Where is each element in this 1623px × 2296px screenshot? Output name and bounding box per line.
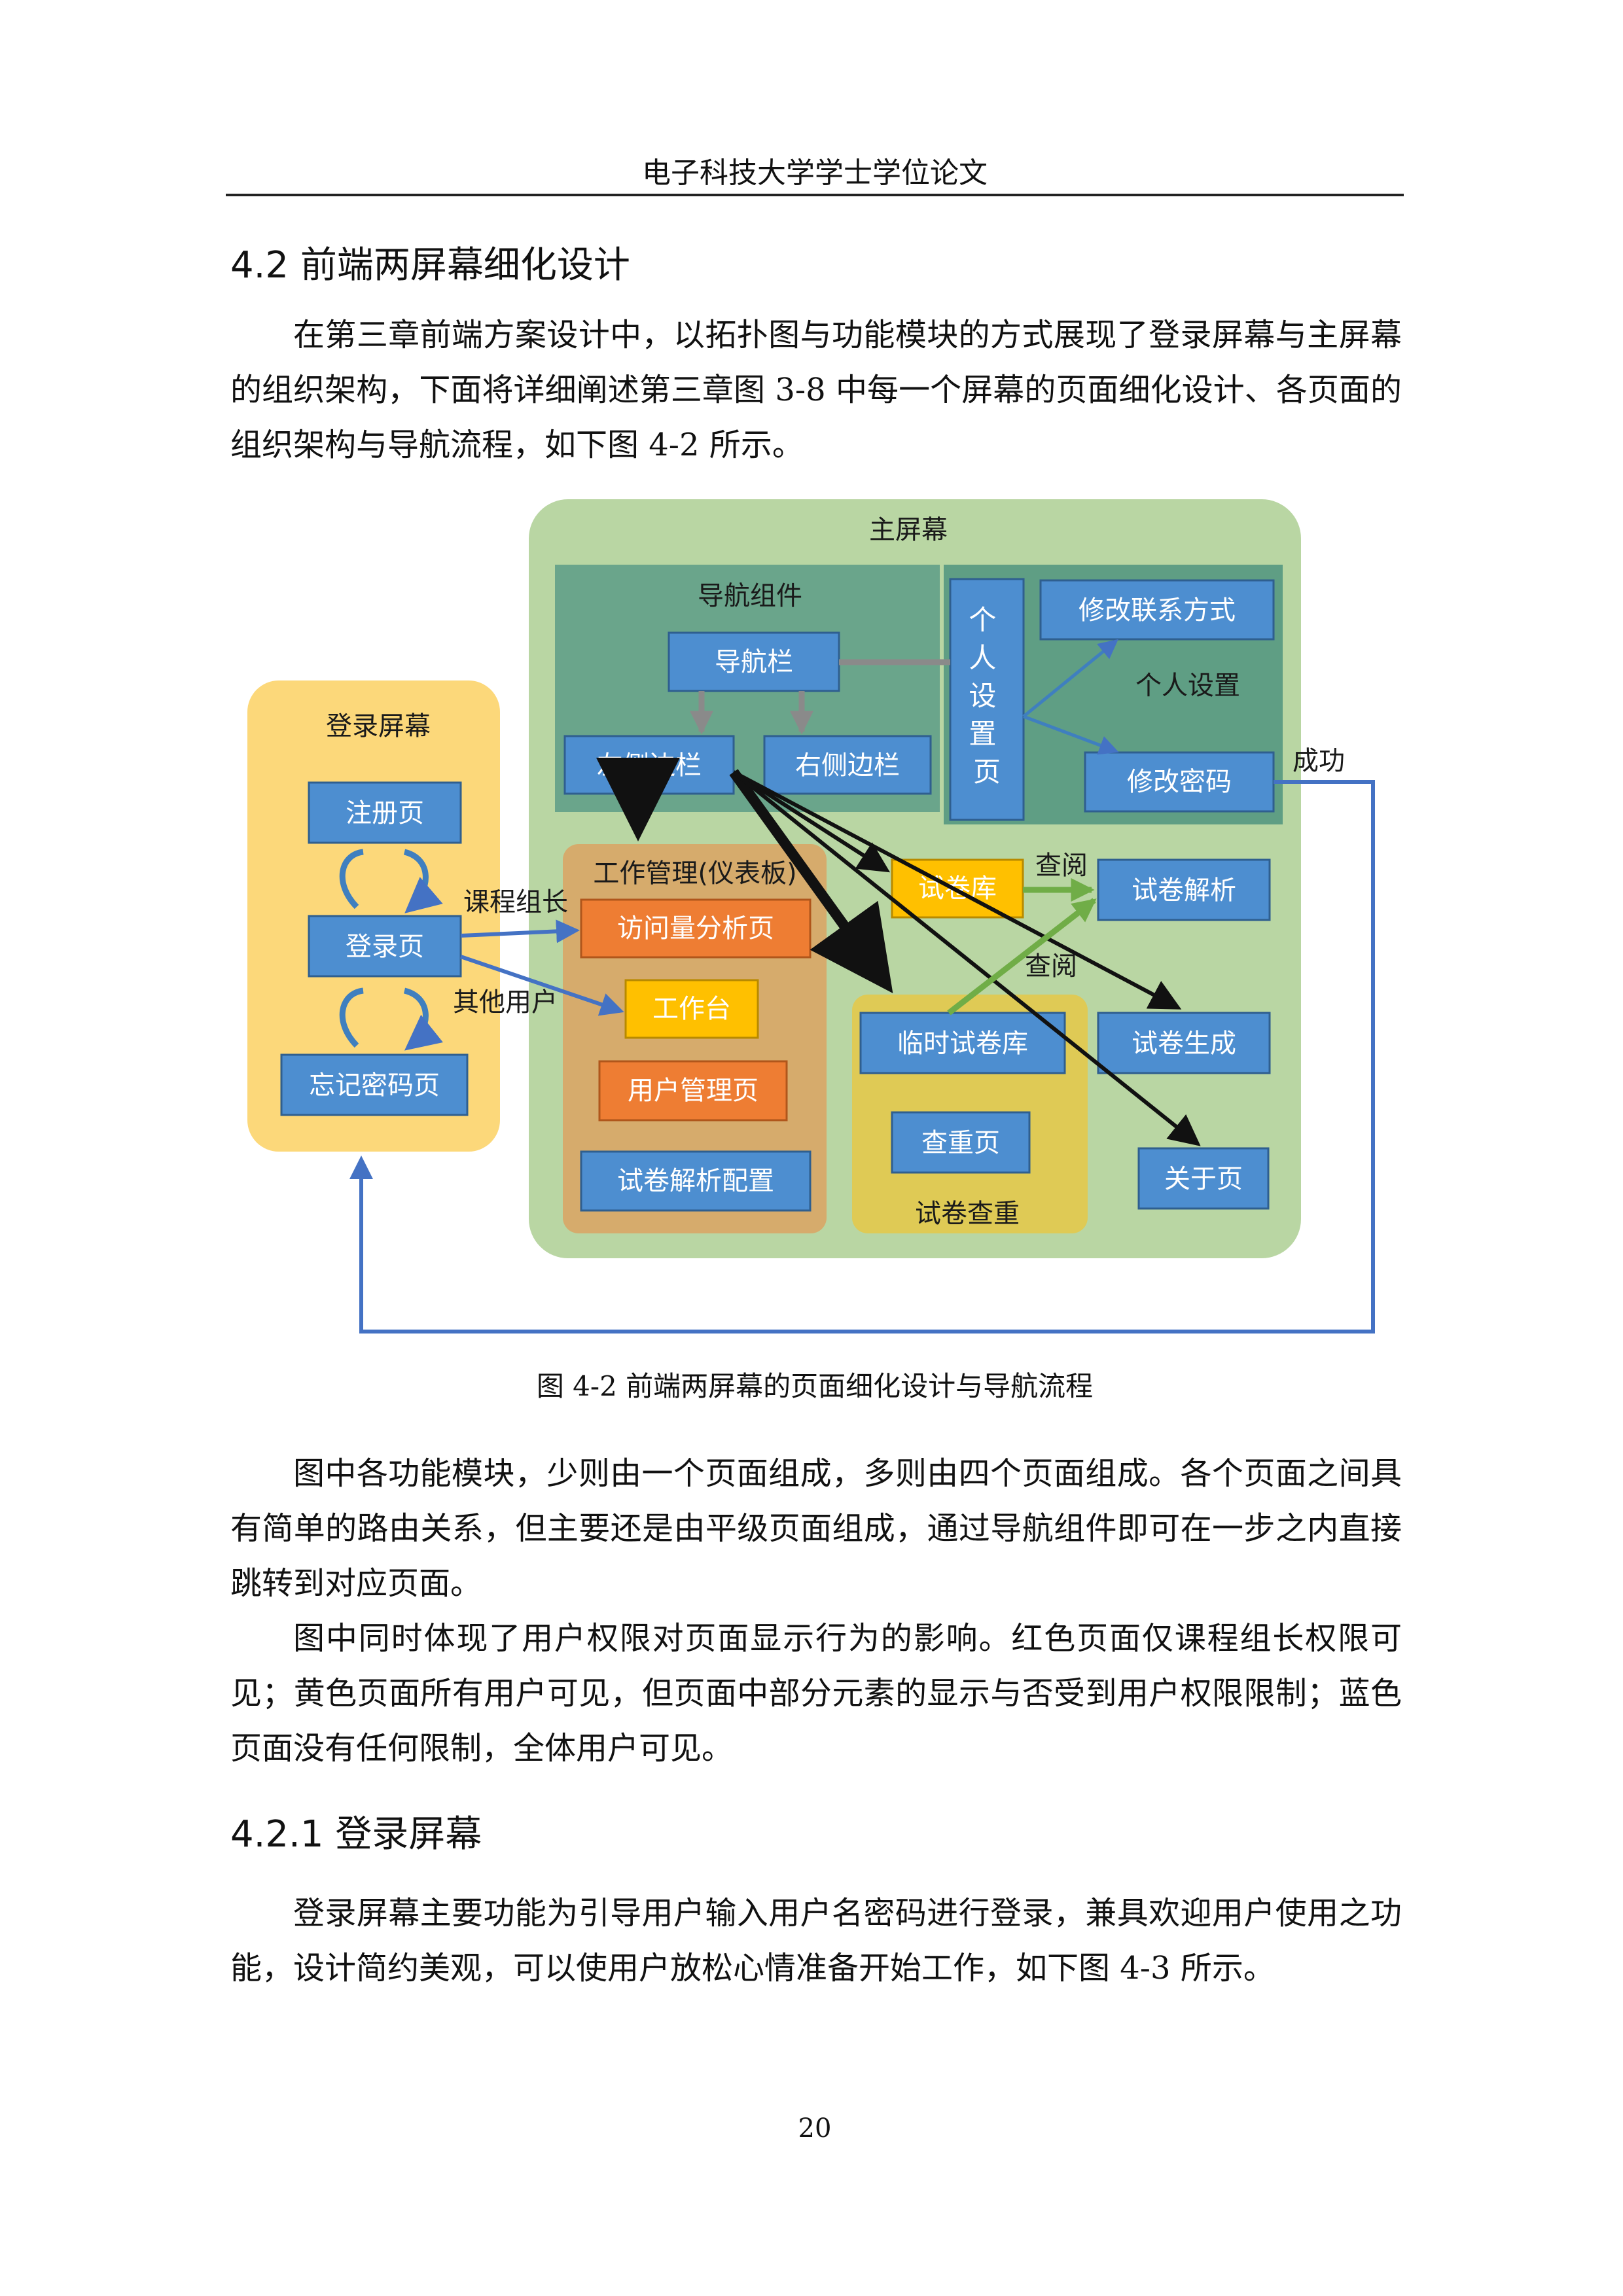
forgot-password-label: 忘记密码页	[309, 1070, 440, 1101]
duplicate-page-label: 查重页	[921, 1128, 1000, 1158]
paragraph-intro: 在第三章前端方案设计中，以拓扑图与功能模块的方式展现了登录屏幕与主屏幕的组织架构…	[230, 317, 1402, 463]
figure-caption: 图 4-2 前端两屏幕的页面细化设计与导航流程	[536, 1370, 1094, 1402]
change-password-box	[1084, 751, 1275, 813]
login-screen-label: 登录屏幕	[326, 711, 431, 741]
user-management-box	[598, 1060, 788, 1122]
subsection-title: 4.2.1 登录屏幕	[230, 1813, 482, 1856]
traffic-analysis-box	[580, 898, 812, 959]
duplicate-page-box	[891, 1111, 1031, 1174]
success-return-arrow	[349, 780, 1375, 1333]
running-header: 电子科技大学学士学位论文	[642, 156, 988, 190]
personal-page-label-2: 人	[969, 642, 996, 674]
temp-bank-box	[859, 1012, 1066, 1074]
view-label-2: 查阅	[1025, 951, 1077, 981]
paragraph-login-screen: 登录屏幕主要功能为引导用户输入用户名密码进行登录，兼具欢迎用户使用之功能，设计简…	[230, 1895, 1402, 1987]
personal-page-label-5: 页	[973, 756, 1001, 788]
analysis-config-label: 试卷解析配置	[617, 1166, 774, 1196]
nav-bar-box	[668, 631, 840, 692]
change-password-label: 修改密码	[1127, 767, 1232, 797]
about-page-box	[1137, 1147, 1270, 1210]
personal-page-box	[949, 578, 1025, 821]
personal-page-label-4: 置	[969, 718, 996, 750]
paper-analysis-box	[1097, 858, 1271, 921]
paper-duplicate-label: 试卷查重	[915, 1199, 1020, 1229]
register-login-cycle-arrow	[339, 849, 425, 910]
paper-analysis-label: 试卷解析	[1132, 875, 1236, 906]
left-sidebar-label: 左侧边栏	[597, 751, 702, 781]
nav-bar-label: 导航栏	[715, 647, 793, 677]
paper-generate-label: 试卷生成	[1132, 1029, 1236, 1059]
main-screen-label: 主屏幕	[869, 515, 948, 545]
login-page-label: 登录页	[346, 932, 424, 962]
personal-to-password-arrow	[1023, 715, 1119, 755]
personal-page-label: 个 人 设 置 页	[969, 604, 1005, 788]
page-number: 20	[798, 2113, 832, 2144]
sidebar-to-tempbank-arrow	[729, 769, 893, 993]
personal-page-label-1: 个	[969, 604, 996, 636]
workbench-box	[624, 979, 759, 1039]
workbench-label: 工作台	[652, 994, 731, 1024]
paragraph-modules: 图中各功能模块，少则由一个页面组成，多则由四个页面组成。各个页面之间具有简单的路…	[230, 1455, 1402, 1602]
personal-page-label-3: 设	[969, 680, 996, 712]
header-rule	[226, 194, 1404, 196]
course-leader-label: 课程组长	[463, 887, 568, 917]
personal-to-contact-arrow	[1022, 639, 1118, 718]
tempbank-to-analysis-arrow	[947, 898, 1097, 1016]
work-management-label: 工作管理(仪表板)	[593, 858, 796, 889]
sidebar-to-paperbank-arrow	[732, 770, 891, 873]
right-sidebar-label: 右侧边栏	[795, 751, 900, 781]
login-to-workbench-arrow	[460, 955, 624, 1016]
temp-bank-label: 临时试卷库	[897, 1029, 1028, 1059]
other-users-label: 其他用户	[453, 987, 558, 1017]
analysis-config-box	[580, 1150, 812, 1212]
view-label-1: 查阅	[1035, 851, 1088, 881]
success-label: 成功	[1293, 746, 1345, 776]
sidebar-to-about-arrow	[732, 770, 1201, 1146]
traffic-analysis-label: 访问量分析页	[617, 913, 774, 944]
sidebar-to-generate-arrow	[732, 770, 1182, 1010]
navigation-flow-diagram: 主屏幕 导航组件 个人设置 登录屏幕 工作管理(仪表板) 试卷查重 导航栏 左侧…	[247, 499, 1375, 1333]
nav-component-label: 导航组件	[698, 581, 802, 611]
register-page-label: 注册页	[346, 798, 424, 828]
change-contact-label: 修改联系方式	[1079, 595, 1236, 626]
personal-settings-label: 个人设置	[1135, 671, 1240, 701]
user-management-label: 用户管理页	[628, 1076, 758, 1106]
about-page-label: 关于页	[1164, 1164, 1243, 1194]
change-contact-box	[1039, 579, 1275, 641]
paragraph-permissions: 图中同时体现了用户权限对页面显示行为的影响。红色页面仅课程组长权限可见；黄色页面…	[230, 1620, 1402, 1767]
login-forgot-cycle-arrow	[339, 987, 425, 1047]
section-title: 4.2 前端两屏幕细化设计	[230, 244, 630, 287]
login-to-traffic-arrow	[460, 919, 580, 944]
register-page-box	[308, 781, 462, 844]
right-sidebar-box	[763, 735, 932, 795]
paper-generate-box	[1097, 1012, 1271, 1074]
